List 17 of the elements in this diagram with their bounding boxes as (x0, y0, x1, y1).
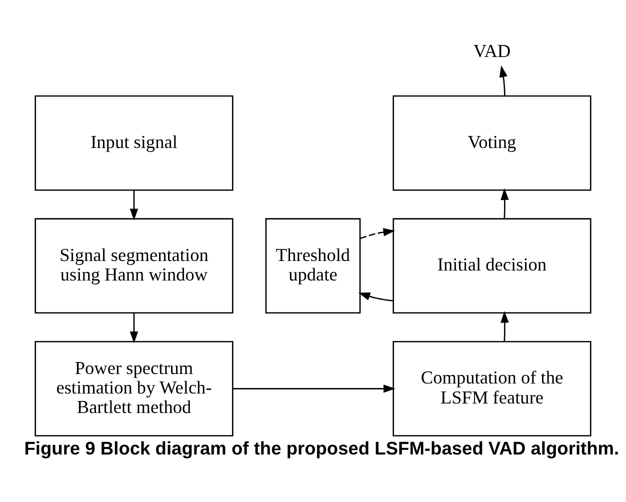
node-box: Power spectrum estimation by Welch-Bartlett method (34, 340, 234, 436)
node-box: Initial decision (392, 218, 592, 314)
arrow (232, 384, 396, 392)
arrow (358, 292, 394, 301)
node-text: VAD (473, 40, 511, 61)
caption: Figure 9 Block diagram of the proposed LSFM-based VAD algorithm. (24, 436, 620, 458)
arrow (499, 64, 508, 96)
node-box: Signal segmentation using Hann window (34, 218, 234, 314)
node-box: Input signal (34, 94, 234, 190)
arrow (500, 188, 509, 218)
arrow (130, 312, 138, 343)
node-box: Voting (392, 94, 592, 190)
arrow (360, 228, 396, 239)
arrow (500, 310, 509, 341)
node-box: Threshold update (265, 218, 361, 314)
node-box: Computation of the LSFM feature (392, 340, 592, 436)
arrow (130, 190, 138, 220)
